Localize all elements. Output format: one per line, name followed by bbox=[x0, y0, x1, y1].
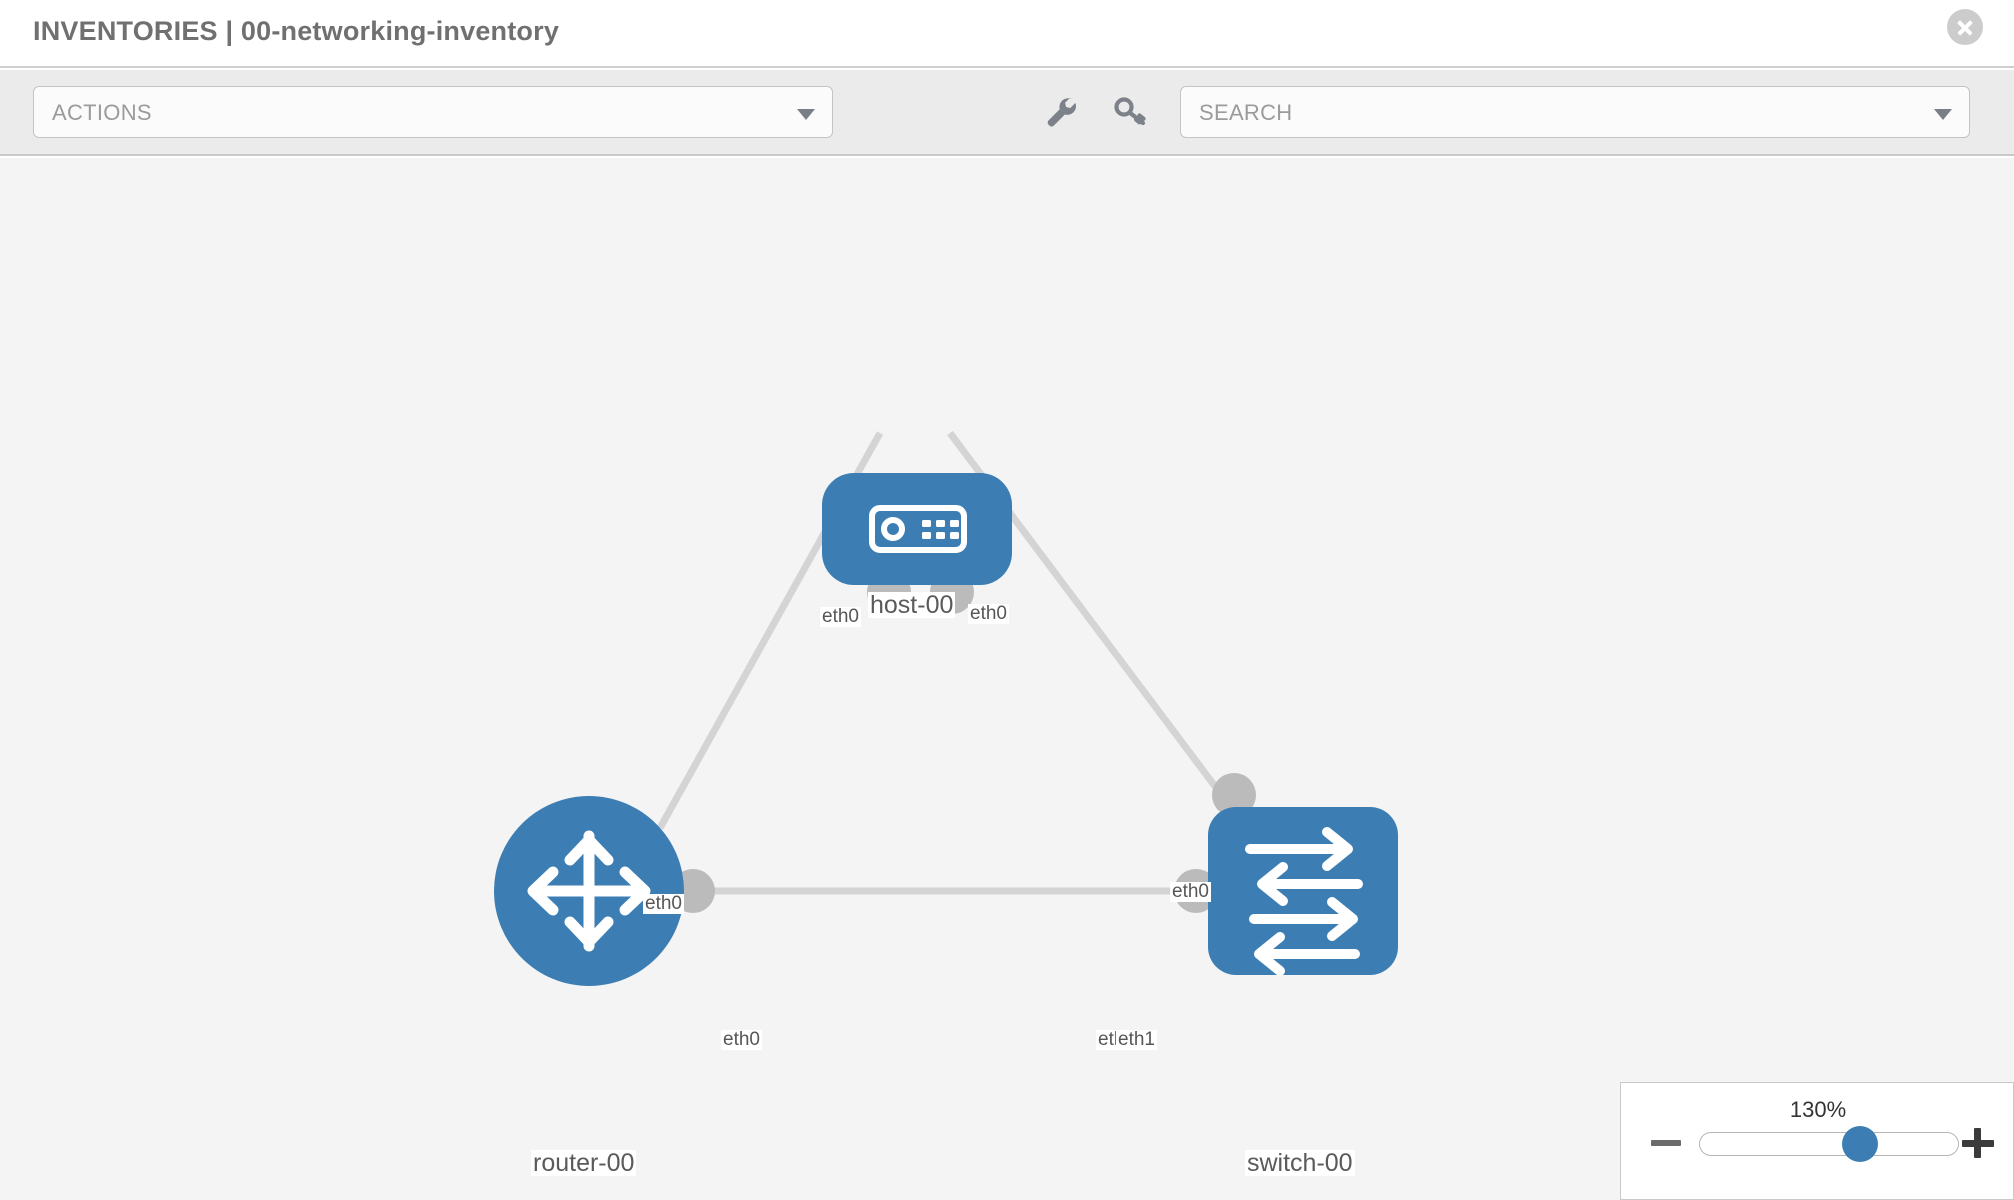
iface-label-switch-left: eth1 bbox=[1116, 1029, 1157, 1050]
key-icon-svg bbox=[1114, 97, 1146, 126]
zoom-control-panel: 130% bbox=[1620, 1082, 2014, 1200]
node-label-switch-00: switch-00 bbox=[1245, 1149, 1355, 1177]
iface-label-switch-up: eth0 bbox=[1170, 881, 1211, 902]
zoom-slider-track[interactable] bbox=[1699, 1132, 1959, 1156]
server-icon bbox=[869, 505, 967, 553]
iface-label-host-right: eth0 bbox=[968, 603, 1009, 624]
iface-label-router-up: eth0 bbox=[643, 893, 684, 914]
wrench-icon-svg bbox=[1047, 97, 1077, 127]
actions-dropdown[interactable]: ACTIONS bbox=[33, 86, 833, 138]
connector-switch-top[interactable] bbox=[1212, 773, 1256, 817]
zoom-out-button[interactable] bbox=[1649, 1126, 1683, 1160]
switch-arrows-icon bbox=[1245, 827, 1363, 976]
topology-canvas[interactable]: eth0 host-00 eth0 eth0 eth0 eth0 eth eth… bbox=[0, 158, 2014, 1200]
node-switch-00[interactable] bbox=[1208, 807, 1398, 976]
node-label-host-00: host-00 bbox=[868, 591, 956, 619]
zoom-slider-thumb[interactable] bbox=[1842, 1126, 1879, 1162]
node-router-00[interactable] bbox=[494, 796, 684, 986]
actions-dropdown-label: ACTIONS bbox=[52, 100, 152, 125]
node-host-00[interactable] bbox=[822, 473, 1012, 585]
chevron-down-icon bbox=[797, 109, 815, 120]
topology-connectors bbox=[671, 570, 1256, 913]
page-title: INVENTORIES | 00-networking-inventory bbox=[33, 16, 560, 46]
chevron-down-icon bbox=[1934, 109, 1952, 120]
close-icon[interactable] bbox=[1947, 9, 1983, 45]
wrench-icon[interactable] bbox=[1040, 90, 1084, 134]
iface-label-router-right: eth0 bbox=[721, 1029, 762, 1050]
search-input-placeholder: SEARCH bbox=[1199, 100, 1293, 125]
server-icon-details bbox=[881, 517, 959, 541]
zoom-level-value: 130% bbox=[1789, 1097, 1847, 1122]
zoom-in-button[interactable] bbox=[1961, 1126, 1995, 1160]
topology-graph bbox=[494, 430, 1398, 986]
page-header: INVENTORIES | 00-networking-inventory bbox=[0, 0, 2014, 68]
node-label-router-00: router-00 bbox=[531, 1149, 637, 1177]
toolbar: ACTIONS SEARCH bbox=[0, 70, 2014, 156]
key-icon[interactable] bbox=[1108, 90, 1152, 134]
iface-label-host-left: eth0 bbox=[820, 606, 861, 627]
router-arrows-icon bbox=[527, 830, 651, 952]
search-input[interactable]: SEARCH bbox=[1180, 86, 1970, 138]
